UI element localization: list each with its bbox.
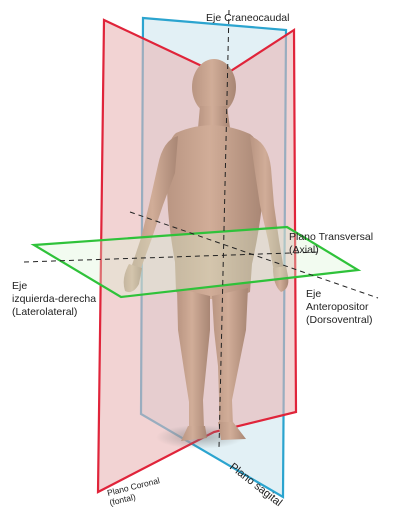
- anteroposterior-axis-label: Eje Anteropositor (Dorsoventral): [306, 288, 373, 326]
- neck: [198, 106, 230, 128]
- transverse-plane-label: Plano Transversal (Axial): [289, 231, 376, 256]
- left-right-axis-label: Eje izquierda-derecha (Laterolateral): [12, 280, 99, 318]
- axis-craniocaudal-label: Eje Craneocaudal: [206, 12, 289, 24]
